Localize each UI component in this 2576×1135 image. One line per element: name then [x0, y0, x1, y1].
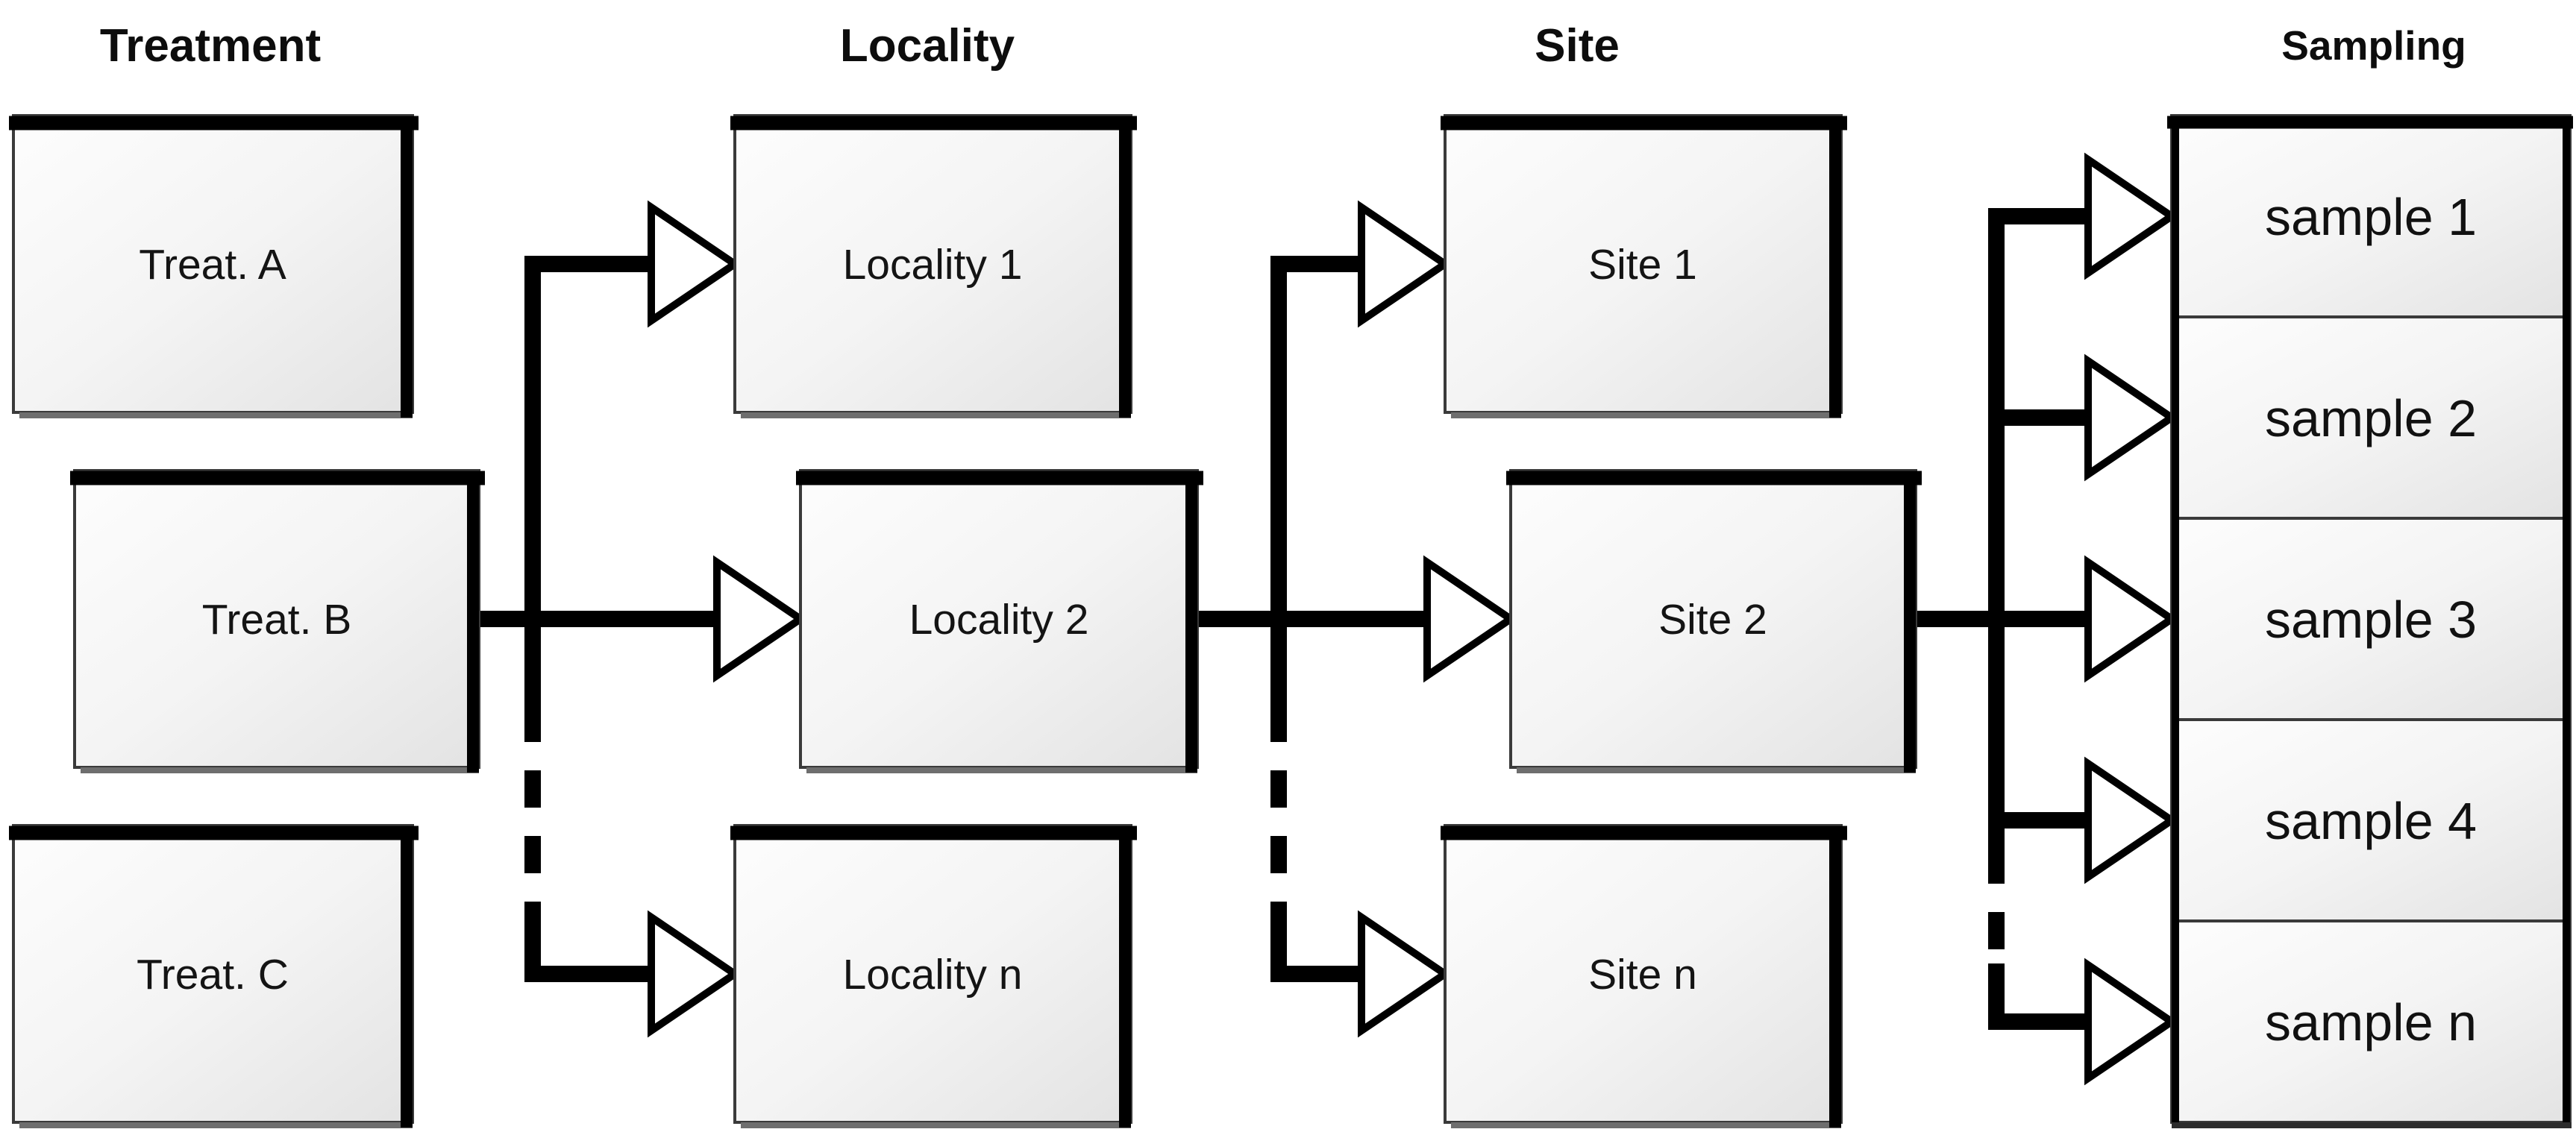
arrow-right-icon	[2084, 958, 2178, 1086]
arrow-right-icon	[1423, 555, 1517, 683]
box-body	[1444, 114, 1843, 414]
sample-row	[2170, 718, 2572, 922]
box-treat-c: Treat. C	[9, 824, 419, 1128]
arrow-right-icon	[648, 200, 742, 328]
sample-row	[2170, 315, 2572, 520]
box-label: Site 2	[1658, 596, 1767, 644]
box-body	[1509, 469, 1917, 769]
sample-label: sample 4	[2265, 792, 2477, 850]
sample-row	[2170, 919, 2572, 1124]
box-treat-a: Treat. A	[9, 114, 419, 418]
sample-label: sample 2	[2265, 389, 2477, 447]
column-header-sampling: Sampling	[2281, 22, 2466, 69]
box-locality-2: Locality 2	[796, 469, 1203, 773]
box-label: Site 1	[1588, 241, 1697, 289]
arrow-right-icon	[2084, 555, 2178, 683]
connector-line	[1270, 913, 1364, 982]
box-label: Treat. B	[202, 596, 352, 644]
box-site-n: Site n	[1441, 824, 1847, 1128]
sample-stack: sample 1 sample 2 sample 3 sample 4 samp…	[2167, 114, 2573, 1128]
column-header-treatment: Treatment	[100, 20, 321, 72]
arrow-right-icon	[713, 555, 807, 683]
column-header-site: Site	[1535, 20, 1620, 72]
connector-line	[524, 256, 654, 705]
arrow-right-icon	[2084, 152, 2178, 280]
box-label: Locality 1	[843, 241, 1023, 289]
box-site-1: Site 1	[1441, 114, 1847, 418]
box-locality-n: Locality n	[730, 824, 1137, 1128]
box-treat-b: Treat. B	[70, 469, 485, 773]
arrow-right-icon	[1358, 200, 1452, 328]
arrow-right-icon	[2084, 353, 2178, 482]
box-body	[799, 469, 1199, 769]
box-label: Locality n	[843, 951, 1023, 999]
box-body	[733, 824, 1132, 1124]
box-locality-1: Locality 1	[730, 114, 1137, 418]
sample-label: sample 1	[2265, 188, 2477, 246]
box-label: Treat. A	[139, 241, 286, 289]
connector-site-to-sampling	[1913, 152, 2178, 1086]
connector-treatment-to-locality	[477, 200, 807, 1038]
connector-line	[1988, 208, 2093, 846]
box-body	[733, 114, 1132, 414]
box-body	[12, 114, 414, 414]
box-label: Locality 2	[909, 596, 1089, 644]
arrow-right-icon	[1358, 910, 1452, 1038]
connector-line	[524, 913, 654, 982]
sample-label: sample n	[2265, 993, 2477, 1051]
arrow-right-icon	[648, 910, 742, 1038]
box-body	[12, 824, 414, 1124]
box-site-2: Site 2	[1506, 469, 1922, 773]
arrow-right-icon	[2084, 756, 2178, 884]
connector-line	[1270, 256, 1364, 705]
connector-line	[1988, 963, 2093, 1030]
box-label: Site n	[1588, 951, 1697, 999]
connector-locality-to-site	[1196, 200, 1517, 1038]
box-body	[1444, 824, 1843, 1124]
box-body	[73, 469, 480, 769]
column-header-locality: Locality	[840, 20, 1015, 72]
sample-label: sample 3	[2265, 591, 2477, 649]
box-label: Treat. C	[137, 951, 289, 999]
